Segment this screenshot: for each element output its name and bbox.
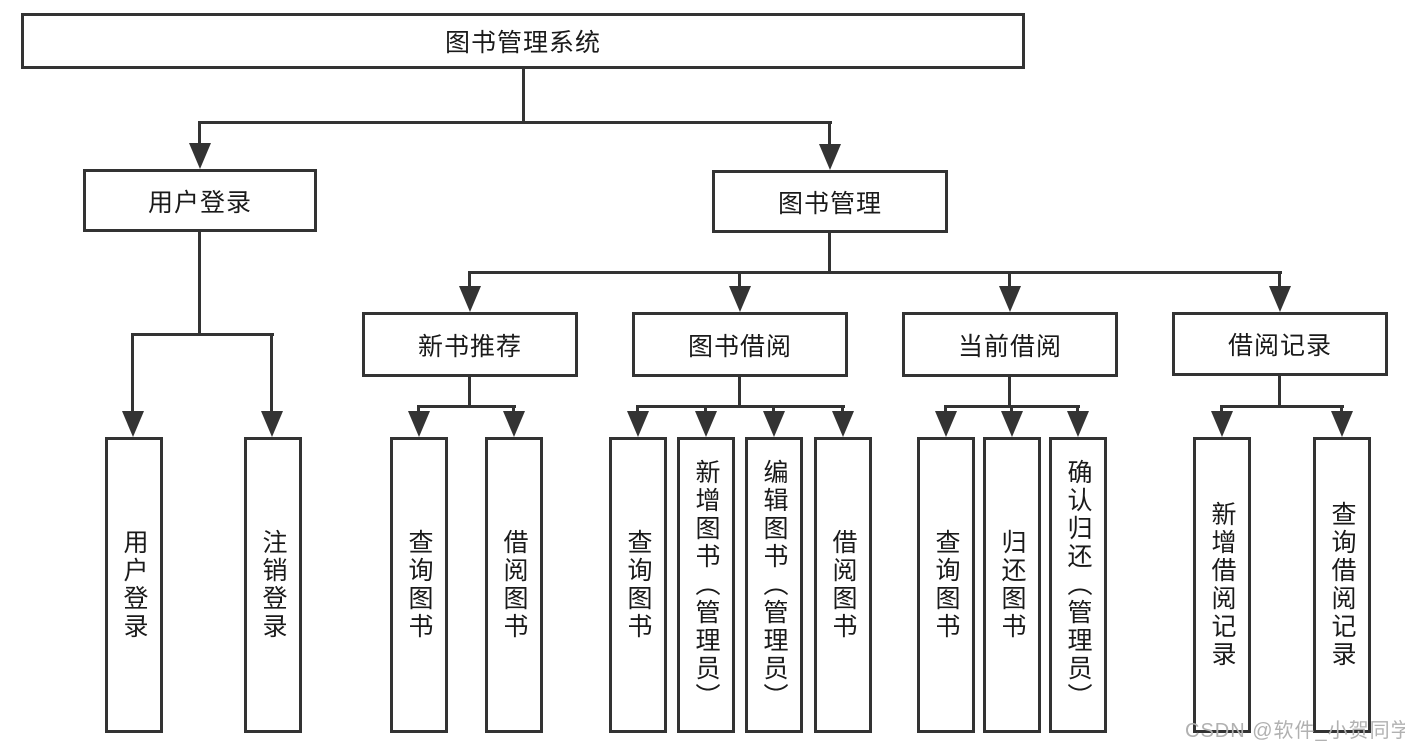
connector-book-borrowing-drop bbox=[738, 376, 741, 407]
connector-new-book-drop bbox=[468, 376, 471, 407]
leaf-br-query-record: 查询借阅记录 bbox=[1313, 437, 1371, 733]
leaf-bb-edit-books: 编辑图书（管理员） bbox=[745, 437, 803, 733]
node-book-borrowing: 图书借阅 bbox=[632, 312, 848, 377]
connector-stem-leaf bbox=[512, 405, 515, 414]
node-label: 归还图书 bbox=[998, 529, 1026, 641]
node-book-management: 图书管理 bbox=[712, 170, 948, 233]
node-label: 查询借阅记录 bbox=[1328, 501, 1356, 669]
arrowhead-to-borrowing-records bbox=[1269, 286, 1291, 312]
arrowhead-to-leaf bbox=[408, 411, 430, 437]
connector-stem-leaf bbox=[772, 405, 775, 414]
node-label: 借阅图书 bbox=[829, 529, 857, 641]
node-current-borrowing-label: 当前借阅 bbox=[957, 332, 1062, 361]
connector-stem-current-borrowing bbox=[1008, 271, 1011, 289]
arrowhead-to-current-borrowing bbox=[999, 286, 1021, 312]
arrowhead-to-user-login bbox=[189, 143, 211, 169]
node-label: 借阅图书 bbox=[500, 529, 528, 641]
node-label: 查询图书 bbox=[624, 529, 652, 641]
leaf-logout: 注销登录 bbox=[244, 437, 302, 733]
arrowhead-to-leaf bbox=[1211, 411, 1233, 437]
connector-level2-rail bbox=[468, 271, 1282, 274]
connector-stem-new-book bbox=[468, 271, 471, 289]
connector-user-login-drop bbox=[198, 232, 201, 335]
node-borrowing-records: 借阅记录 bbox=[1172, 312, 1388, 376]
leaf-nbr-query-books: 查询图书 bbox=[390, 437, 448, 733]
connector-stem-leaf bbox=[841, 405, 844, 414]
node-user-login: 用户登录 bbox=[83, 169, 317, 232]
connector-stem-book-borrowing bbox=[738, 271, 741, 289]
leaf-bb-query-books: 查询图书 bbox=[609, 437, 667, 733]
node-current-borrowing: 当前借阅 bbox=[902, 312, 1118, 377]
connector-stem-leaf bbox=[704, 405, 707, 414]
connector-current-borrowing-drop bbox=[1008, 375, 1011, 407]
connector-stem-leaf-user-login bbox=[131, 333, 134, 413]
connector-level1-rail bbox=[198, 121, 832, 124]
leaf-nbr-borrow-books: 借阅图书 bbox=[485, 437, 543, 733]
node-new-book-recommend: 新书推荐 bbox=[362, 312, 578, 377]
connector-stem-leaf-logout bbox=[270, 333, 273, 413]
arrowhead-to-leaf-logout bbox=[261, 411, 283, 437]
connector-stem-leaf bbox=[417, 405, 420, 414]
connector-stem-user-login bbox=[198, 121, 201, 146]
leaf-cb-return-books: 归还图书 bbox=[983, 437, 1041, 733]
arrowhead-to-book-management bbox=[819, 144, 841, 170]
arrowhead-to-leaf bbox=[503, 411, 525, 437]
node-label: 新增图书（管理员） bbox=[692, 459, 720, 711]
arrowhead-to-leaf bbox=[1067, 411, 1089, 437]
connector-borrowing-records-rail bbox=[1220, 405, 1344, 408]
connector-stem-leaf bbox=[944, 405, 947, 414]
connector-user-login-rail bbox=[131, 333, 274, 336]
connector-stem-leaf bbox=[1220, 405, 1223, 414]
node-book-management-label: 图书管理 bbox=[777, 189, 882, 218]
arrowhead-to-book-borrowing bbox=[729, 286, 751, 312]
arrowhead-to-leaf bbox=[1331, 411, 1353, 437]
node-label: 查询图书 bbox=[932, 529, 960, 641]
arrowhead-to-new-book bbox=[459, 286, 481, 312]
node-borrowing-records-label: 借阅记录 bbox=[1227, 332, 1332, 360]
node-new-book-recommend-label: 新书推荐 bbox=[417, 332, 522, 361]
node-root-label: 图书管理系统 bbox=[444, 29, 601, 57]
connector-new-book-rail bbox=[417, 405, 516, 408]
node-user-login-label: 用户登录 bbox=[147, 188, 252, 217]
leaf-bb-add-books: 新增图书（管理员） bbox=[677, 437, 735, 733]
connector-stem-book-management bbox=[828, 121, 831, 146]
arrowhead-to-leaf bbox=[695, 411, 717, 437]
csdn-watermark: CSDN @软件_小贺同学 bbox=[1185, 720, 1405, 742]
connector-stem-leaf bbox=[1340, 405, 1343, 414]
arrowhead-to-leaf bbox=[627, 411, 649, 437]
connector-stem-leaf bbox=[1010, 405, 1013, 414]
connector-book-borrowing-rail bbox=[636, 405, 845, 408]
node-label: 用户登录 bbox=[120, 529, 148, 641]
node-label: 新增借阅记录 bbox=[1208, 501, 1236, 669]
leaf-cb-query-books: 查询图书 bbox=[917, 437, 975, 733]
node-root: 图书管理系统 bbox=[21, 13, 1025, 69]
node-label: 注销登录 bbox=[259, 529, 287, 641]
node-label: 查询图书 bbox=[405, 529, 433, 641]
arrowhead-to-leaf bbox=[763, 411, 785, 437]
leaf-bb-borrow-books: 借阅图书 bbox=[814, 437, 872, 733]
connector-root-drop bbox=[522, 69, 525, 123]
connector-stem-leaf bbox=[1076, 405, 1079, 414]
leaf-br-add-record: 新增借阅记录 bbox=[1193, 437, 1251, 733]
arrowhead-to-leaf-user-login bbox=[122, 411, 144, 437]
node-book-borrowing-label: 图书借阅 bbox=[687, 332, 792, 361]
node-label: 确认归还（管理员） bbox=[1064, 459, 1092, 711]
connector-stem-borrowing-records bbox=[1278, 271, 1281, 289]
connector-book-management-drop bbox=[828, 233, 831, 273]
arrowhead-to-leaf bbox=[832, 411, 854, 437]
leaf-user-login: 用户登录 bbox=[105, 437, 163, 733]
connector-stem-leaf bbox=[636, 405, 639, 414]
connector-borrowing-records-drop bbox=[1278, 375, 1281, 407]
leaf-cb-confirm-return: 确认归还（管理员） bbox=[1049, 437, 1107, 733]
arrowhead-to-leaf bbox=[1001, 411, 1023, 437]
arrowhead-to-leaf bbox=[935, 411, 957, 437]
node-label: 编辑图书（管理员） bbox=[760, 459, 788, 711]
